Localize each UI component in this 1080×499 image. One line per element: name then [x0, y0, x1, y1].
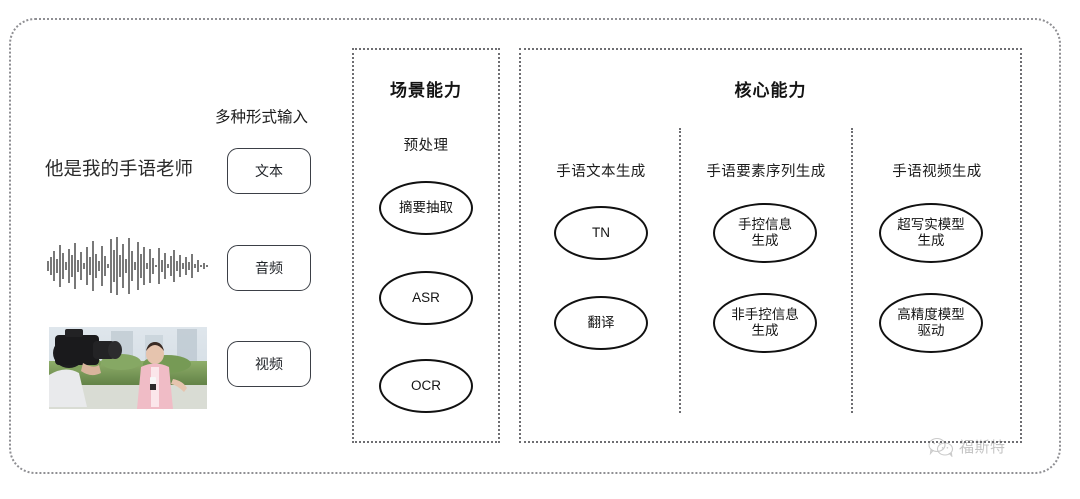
input-modality-video[interactable]: 视频	[227, 341, 311, 387]
input-modality-text[interactable]: 文本	[227, 148, 311, 194]
core-node-translation[interactable]: 翻译	[554, 296, 648, 350]
input-section-heading: 多种形式输入	[215, 109, 309, 126]
outer-frame	[9, 18, 1061, 474]
scene-capability-title: 场景能力	[390, 81, 462, 100]
core-capability-panel: 核心能力 手语文本生成 TN 翻译 手语要素序列生成 手控信息 生成 非手控信息…	[519, 48, 1022, 443]
core-column-header-video-generation: 手语视频生成	[892, 164, 982, 180]
input-modality-audio[interactable]: 音频	[227, 245, 311, 291]
watermark: 福斯特	[928, 436, 1006, 457]
core-node-tn[interactable]: TN	[554, 206, 648, 260]
core-node-non-manual-info-generation[interactable]: 非手控信息 生成	[713, 293, 817, 353]
core-node-high-precision-model-driving[interactable]: 高精度模型 驱动	[879, 293, 983, 353]
core-capability-title: 核心能力	[734, 81, 807, 100]
core-column-divider-1	[679, 128, 681, 413]
scene-node-ocr[interactable]: OCR	[379, 359, 473, 413]
scene-node-summary-extraction[interactable]: 摘要抽取	[379, 181, 473, 235]
core-node-manual-info-generation[interactable]: 手控信息 生成	[713, 203, 817, 263]
sample-sentence-text: 他是我的手语老师	[45, 158, 194, 179]
core-column-divider-2	[851, 128, 853, 413]
audio-waveform-icon	[47, 237, 208, 295]
core-node-hyperrealistic-model-generation[interactable]: 超写实模型 生成	[879, 203, 983, 263]
wechat-logo-icon	[928, 437, 954, 457]
video-thumbnail-image	[49, 327, 207, 409]
scene-node-asr[interactable]: ASR	[379, 271, 473, 325]
scene-capability-panel: 场景能力 预处理 摘要抽取 ASR OCR	[352, 48, 500, 443]
watermark-label: 福斯特	[959, 439, 1006, 456]
core-column-header-element-sequence: 手语要素序列生成	[706, 164, 826, 180]
scene-group-header-preprocess: 预处理	[403, 138, 449, 154]
core-column-header-text-generation: 手语文本生成	[556, 164, 646, 180]
